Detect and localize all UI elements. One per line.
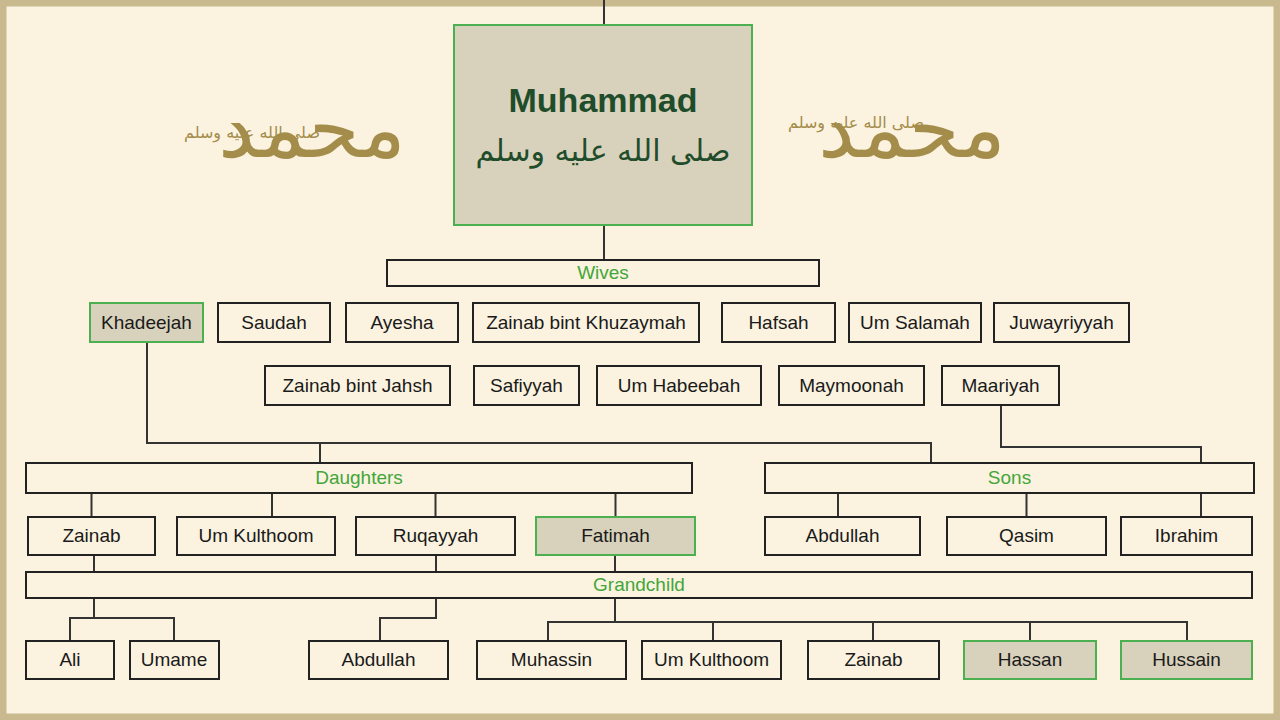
- person-box: Ayesha: [345, 302, 459, 343]
- node-label: Um Salamah: [860, 312, 970, 334]
- node-label: Daughters: [315, 467, 403, 489]
- node-label: Hassan: [998, 649, 1062, 671]
- person-box: Abdullah: [764, 516, 921, 556]
- person-box: Ruqayyah: [355, 516, 516, 556]
- node-label: Zainab bint Khuzaymah: [486, 312, 686, 334]
- ancestor-line: [603, 0, 605, 24]
- person-box: Zainab bint Khuzaymah: [472, 302, 700, 343]
- person-box: Zainab: [807, 640, 940, 680]
- person-box: Ali: [25, 640, 115, 680]
- calligraphy-label: صلى الله عليه وسلم: [184, 123, 320, 142]
- calligraphy-label: صلى الله عليه وسلم: [788, 113, 924, 132]
- person-box: Saudah: [217, 302, 331, 343]
- person-box: Zainab bint Jahsh: [264, 365, 451, 406]
- family-connector: [435, 556, 437, 571]
- family-connector: [380, 599, 436, 640]
- person-box: Muhassin: [476, 640, 627, 680]
- person-box: Hassan: [963, 640, 1097, 680]
- family-connector: [615, 494, 617, 516]
- node-label: Um Kulthoom: [198, 525, 313, 547]
- family-connector: [271, 494, 273, 516]
- family-connector: [1200, 494, 1202, 516]
- family-connector: [1001, 406, 1201, 462]
- node-label: Ali: [59, 649, 80, 671]
- person-box: Safiyyah: [473, 365, 580, 406]
- person-box: Um Kulthoom: [641, 640, 782, 680]
- node-label: Muhassin: [511, 649, 592, 671]
- group-band: Wives: [386, 259, 820, 287]
- family-connector: [94, 599, 174, 640]
- node-label: Um Habeebah: [618, 375, 741, 397]
- family-connector: [615, 599, 713, 640]
- node-label: Zainab: [62, 525, 120, 547]
- person-box: Khadeejah: [89, 302, 204, 343]
- node-label: Safiyyah: [490, 375, 563, 397]
- node-label: Maymoonah: [799, 375, 904, 397]
- person-box: Juwayriyyah: [993, 302, 1130, 343]
- family-connector: [91, 494, 93, 516]
- node-label: Umame: [141, 649, 208, 671]
- family-connector: [614, 556, 616, 571]
- root-box: Muhammad صلى الله عليه وسلم: [453, 24, 753, 226]
- group-band: Daughters: [25, 462, 693, 494]
- person-box: Zainab: [27, 516, 156, 556]
- node-label: Maariyah: [961, 375, 1039, 397]
- person-box: Maymoonah: [778, 365, 925, 406]
- family-connector: [837, 494, 839, 516]
- node-label: Grandchild: [593, 574, 685, 596]
- node-label: Hussain: [1152, 649, 1221, 671]
- node-label: Qasim: [999, 525, 1054, 547]
- person-box: Hafsah: [721, 302, 836, 343]
- person-box: Fatimah: [535, 516, 696, 556]
- family-connector: [70, 599, 94, 640]
- person-box: Abdullah: [308, 640, 449, 680]
- person-box: Umame: [129, 640, 220, 680]
- node-label: Saudah: [241, 312, 307, 334]
- node-label: Hafsah: [748, 312, 808, 334]
- node-label: Ruqayyah: [393, 525, 479, 547]
- node-label: Abdullah: [806, 525, 880, 547]
- node-label: Zainab: [844, 649, 902, 671]
- node-label: Juwayriyyah: [1009, 312, 1114, 334]
- person-box: Um Habeebah: [596, 365, 762, 406]
- family-connector: [1026, 494, 1028, 516]
- person-box: Um Salamah: [848, 302, 982, 343]
- node-label: Wives: [577, 262, 629, 284]
- group-band: Grandchild: [25, 571, 1253, 599]
- family-connector: [93, 556, 95, 571]
- node-label: Zainab bint Jahsh: [283, 375, 433, 397]
- person-box: Um Kulthoom: [176, 516, 336, 556]
- family-connector: [548, 599, 615, 640]
- node-label: Ibrahim: [1155, 525, 1218, 547]
- family-connector: [615, 599, 873, 640]
- person-box: Maariyah: [941, 365, 1060, 406]
- family-connector: [603, 226, 605, 259]
- border-frame: [3, 3, 1277, 717]
- calligraphy-text: صلى الله عليه وسلم: [476, 134, 731, 169]
- person-box: Ibrahim: [1120, 516, 1253, 556]
- family-connector: [615, 599, 1187, 640]
- person-box: Hussain: [1120, 640, 1253, 680]
- node-label: Abdullah: [342, 649, 416, 671]
- node-label: Fatimah: [581, 525, 650, 547]
- node-label: Muhammad: [509, 81, 698, 120]
- family-connector: [147, 343, 931, 462]
- node-label: Um Kulthoom: [654, 649, 769, 671]
- node-label: Khadeejah: [101, 312, 192, 334]
- group-band: Sons: [764, 462, 1255, 494]
- node-label: Sons: [988, 467, 1031, 489]
- person-box: Qasim: [946, 516, 1107, 556]
- family-connector: [615, 599, 1030, 640]
- node-label: Ayesha: [370, 312, 433, 334]
- family-connector: [435, 494, 437, 516]
